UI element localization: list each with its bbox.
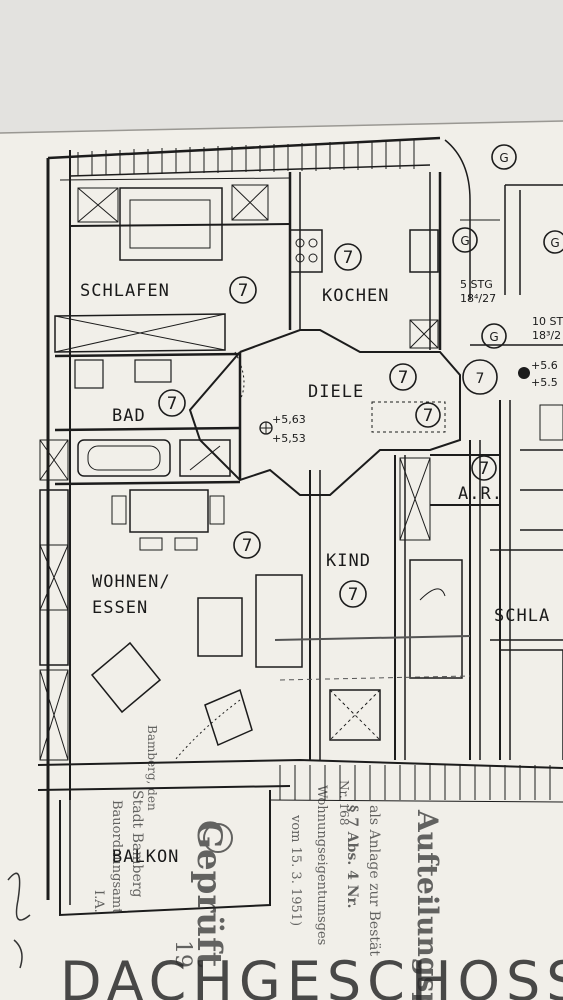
marker-wohnen: 7 <box>242 536 253 556</box>
stamp-gepruft: Geprüft <box>189 820 229 968</box>
handwriting: DACHGESCHOSS <box>7 872 563 1000</box>
stair-b-label: 10 ST <box>532 315 563 328</box>
handwritten-dachgeschoss: DACHGESCHOSS <box>60 950 563 1000</box>
stamp-bamberg-den: Bamberg, den <box>145 725 159 811</box>
level-right-b: +5.5 <box>531 376 558 389</box>
marker-labels: 7 7 7 7 7 7 7 7 7 G G G G <box>167 151 560 605</box>
room-schlafen: SCHLAFEN <box>80 281 170 301</box>
level-diele-a: +5,63 <box>272 413 306 426</box>
level-markers: +5,63 +5,53 +5.6 +5.5 <box>259 359 558 445</box>
marker-diele-closet: 7 <box>423 406 434 426</box>
approval-stamp: Aufteilungsp als Anlage zur Bestät § 7 A… <box>91 725 444 1000</box>
marker-g-top: G <box>499 151 508 165</box>
stamp-vom: vom 15. 3. 1951) <box>288 814 303 926</box>
stamp-nr: Nr. 168 <box>337 780 351 825</box>
marker-g-left: G <box>460 234 469 248</box>
stair-annotations: 5 STG 18⁴/27 10 ST 18³/2 <box>460 278 563 342</box>
room-balkon: BALKON <box>112 847 179 867</box>
walls <box>37 136 563 917</box>
marker-diele: 7 <box>398 368 409 388</box>
stamp-wohnungseigentum: Wohnungseigentumsges <box>314 785 329 945</box>
room-ar: A.R. <box>458 484 503 504</box>
room-bad: BAD <box>112 406 146 426</box>
stamp-ia: I.A. <box>91 890 106 913</box>
stair-b-dims: 18³/2 <box>532 329 561 342</box>
stamp-paragraph: § 7 Abs. 4 Nr. <box>344 805 360 908</box>
marker-bad: 7 <box>167 394 178 414</box>
room-diele: DIELE <box>308 382 364 402</box>
stamp-year: 19 <box>170 940 195 968</box>
level-right-a: +5.6 <box>531 359 558 372</box>
marker-schlafen: 7 <box>238 281 249 301</box>
stamp-bauordnungsamt: Bauordnungsamt <box>109 800 124 914</box>
level-diele-b: +5,53 <box>272 432 306 445</box>
signature-scribble <box>7 872 31 969</box>
marker-ar: 7 <box>479 459 490 479</box>
room-wohnen: WOHNEN/ <box>92 572 171 592</box>
room-kind: KIND <box>326 551 371 571</box>
marker-kochen: 7 <box>343 248 354 268</box>
apartment-markers <box>158 144 563 608</box>
stair-a-dims: 18⁴/27 <box>460 292 496 305</box>
room-kochen: KOCHEN <box>322 286 389 306</box>
marker-kind: 7 <box>348 585 359 605</box>
stamp-stadt: Stadt Bamberg <box>129 790 145 897</box>
marker-g-right: G <box>550 236 559 250</box>
room-essen: ESSEN <box>92 598 148 618</box>
marker-stair: 7 <box>476 371 485 387</box>
stair-a-label: 5 STG <box>460 278 493 291</box>
marker-g-mid: G <box>489 330 498 344</box>
paper-sheet <box>0 122 563 1000</box>
room-schla-neighbor: SCHLA <box>494 606 550 626</box>
paper-edge <box>0 120 563 134</box>
stamp-aufteilungsplan: Aufteilungsp <box>411 809 444 1000</box>
room-labels: SCHLAFEN KOCHEN DIELE BAD WOHNEN/ ESSEN … <box>80 281 550 867</box>
stamp-anlage: als Anlage zur Bestät <box>366 805 382 956</box>
